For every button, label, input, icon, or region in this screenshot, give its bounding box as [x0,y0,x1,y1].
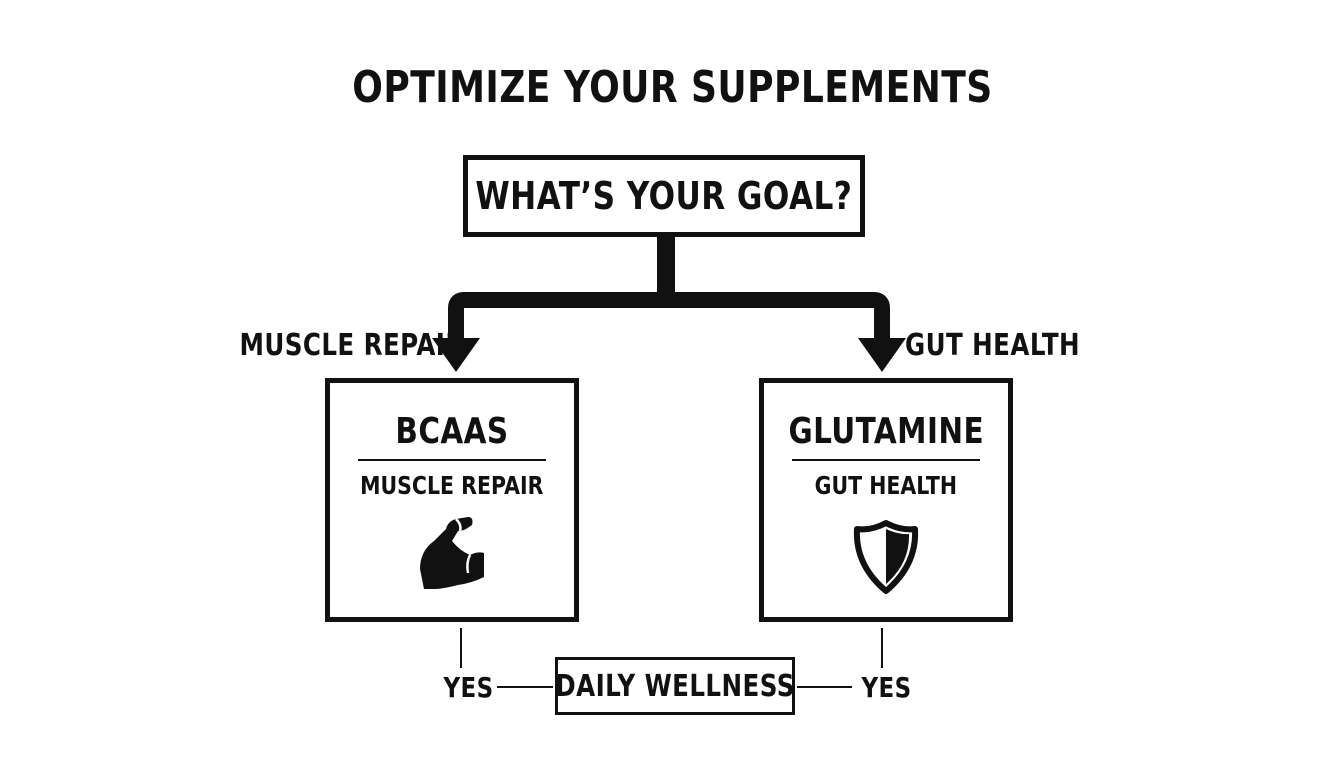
card-subtitle-text: MUSCLE REPAIR [360,471,544,500]
left-arrowhead [432,338,480,372]
card-subtitle-text: GUT HEALTH [814,471,958,500]
card-divider [792,459,980,461]
flexed-bicep-icon [420,517,484,589]
branch-bar [448,292,890,340]
branch-label-left: MUSCLE REPAIR [190,326,464,366]
card-title-text: GLUTAMINE [788,411,984,452]
card-divider [358,459,546,461]
yes-label-left: YES [438,668,499,708]
bcaas-card: BCAAS MUSCLE REPAIR [325,378,579,622]
card-subtitle: GUT HEALTH [764,469,1008,503]
diagram-title-text: OPTIMIZE YOUR SUPPLEMENTS [351,62,993,113]
diagram-title: OPTIMIZE YOUR SUPPLEMENTS [0,58,1344,118]
daily-wellness-box: DAILY WELLNESS [555,657,795,715]
right-arrowhead [858,338,906,372]
yes-label-right: YES [856,668,917,708]
branch-label-right-text: GUT HEALTH [905,328,1081,363]
branch-label-right: GUT HEALTH [905,326,1125,366]
yes-label-right-text: YES [861,671,912,704]
goal-question-box: WHAT’S YOUR GOAL? [463,155,865,237]
shield-icon [853,520,919,594]
card-title: BCAAS [330,407,574,457]
yes-label-left-text: YES [443,671,494,704]
branch-label-left-text: MUSCLE REPAIR [239,328,465,363]
glutamine-card: GLUTAMINE GUT HEALTH [759,378,1013,622]
goal-question-text: WHAT’S YOUR GOAL? [475,174,853,218]
card-title-text: BCAAS [395,411,509,452]
card-title: GLUTAMINE [764,407,1008,457]
card-subtitle: MUSCLE REPAIR [330,469,574,503]
daily-wellness-text: DAILY WELLNESS [555,668,795,704]
